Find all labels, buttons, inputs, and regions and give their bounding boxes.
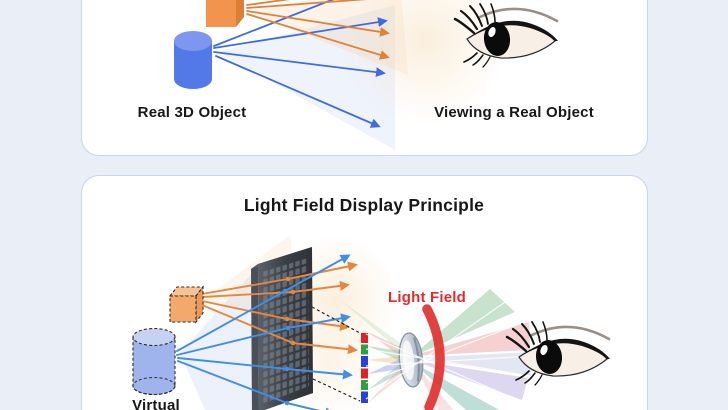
subpixel-callout-lines	[311, 306, 361, 402]
blue-outgoing-rays	[284, 254, 353, 410]
real-object-label: Real 3D Object	[137, 104, 247, 121]
virtual-cube-icon	[168, 285, 205, 324]
orange-rays	[246, 0, 390, 60]
blue-light-wash	[180, 264, 260, 410]
ray-emission-dots	[282, 276, 296, 406]
blue-incoming-rays	[176, 290, 289, 404]
cube-3d-icon	[206, 0, 244, 27]
virtual-object-label: Virtual	[132, 397, 180, 410]
light-field-scene	[132, 235, 612, 410]
virtual-cylinder-icon	[132, 327, 176, 396]
real-object-scene	[174, 0, 560, 150]
light-field-arc	[422, 304, 445, 410]
lens-icon	[398, 332, 424, 388]
orange-incoming-rays	[201, 278, 294, 344]
light-field-label: Light Field	[387, 289, 467, 306]
rgb-subpixel-strip	[361, 333, 368, 403]
viewing-real-object-label: Viewing a Real Object	[434, 104, 594, 121]
cylinder-3d-icon	[174, 31, 212, 89]
blue-rays	[213, 0, 388, 128]
panel-title: Light Field Display Principle	[243, 195, 485, 215]
